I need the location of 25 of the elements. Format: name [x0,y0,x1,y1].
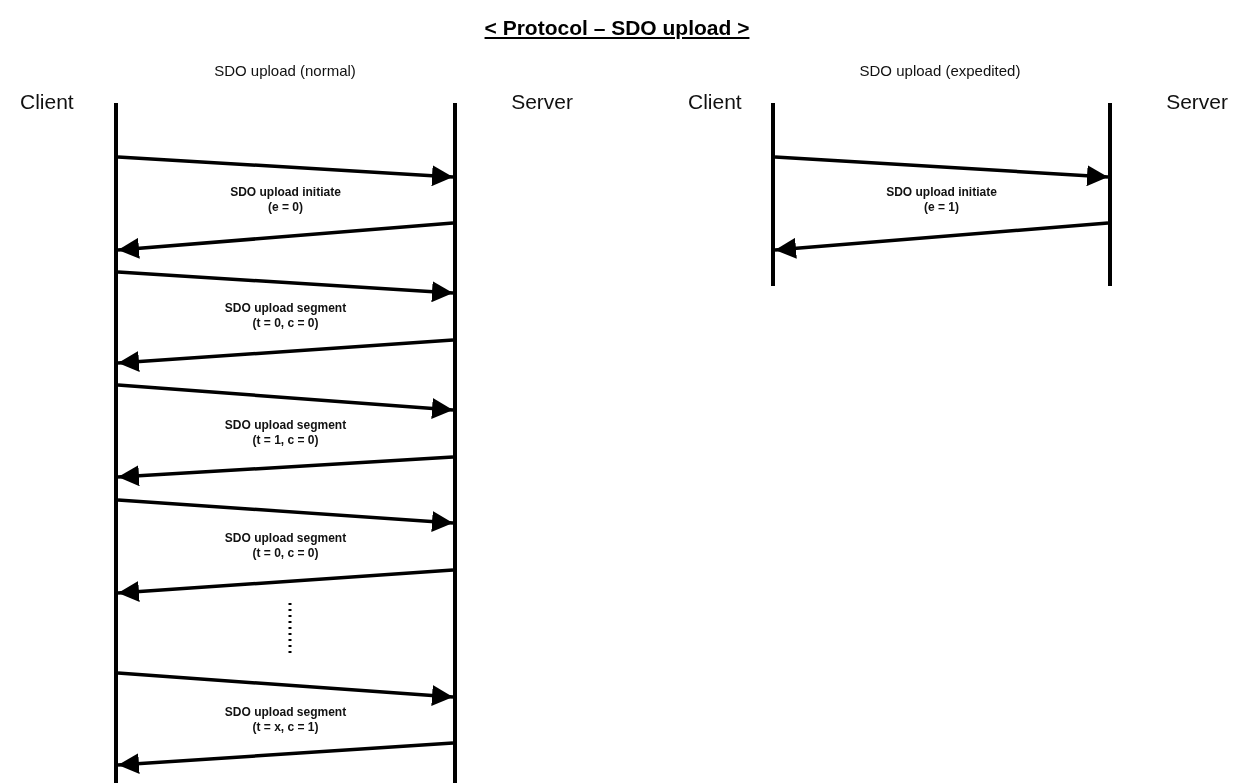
sequence-heading: SDO upload (normal) [214,62,356,79]
message-arrow [117,155,454,187]
message-arrow [117,270,454,303]
diagram-title: < Protocol – SDO upload > [484,16,750,39]
participant-label: Server [1166,90,1228,114]
message-arrow [117,498,454,533]
participant-label: Server [511,90,573,114]
message-label: SDO upload segment (t = 0, c = 0) [224,301,347,331]
message-label: SDO upload segment (t = x, c = 1) [224,705,347,735]
message-label: SDO upload initiate (e = 0) [230,185,341,215]
message-arrow [117,741,454,775]
message-arrow [774,221,1109,259]
message-arrow [117,671,454,706]
message-arrow [774,155,1109,187]
participant-label: Client [20,90,74,114]
participant-label: Client [688,90,742,114]
message-label: SDO upload segment (t = 1, c = 0) [224,418,347,448]
message-arrow [117,338,454,373]
message-arrow [117,568,454,603]
sequence-heading: SDO upload (expedited) [859,62,1021,79]
message-arrow [117,383,454,419]
message-label: SDO upload initiate (e = 1) [886,185,997,215]
message-arrow [117,221,454,259]
message-label: SDO upload segment (t = 0, c = 0) [224,531,347,561]
message-arrow [117,455,454,487]
